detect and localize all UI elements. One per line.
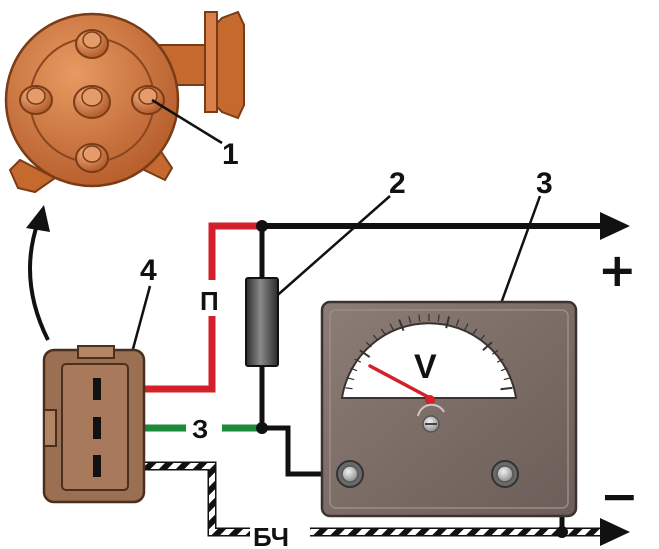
dial-tick xyxy=(398,319,405,332)
dial-tick xyxy=(500,386,513,391)
voltmeter-bezel xyxy=(329,309,569,509)
connector xyxy=(42,345,146,504)
voltmeter-unit-symbol: V xyxy=(414,348,437,386)
striped-wire-pattern xyxy=(99,463,600,535)
callout-4-label: 4 xyxy=(140,254,157,287)
dial-tick xyxy=(455,319,460,327)
negative-arrow-icon xyxy=(600,518,630,546)
voltmeter-dial xyxy=(340,322,518,399)
positive-terminal-symbol: + xyxy=(598,243,637,297)
red-wire-label: П xyxy=(200,286,219,316)
connection-arrow xyxy=(26,205,50,341)
green-wire-label-bg xyxy=(186,410,222,446)
resistor xyxy=(245,277,279,367)
connector-pin-3 xyxy=(93,455,101,477)
negative-terminal-symbol: − xyxy=(600,469,639,523)
junction-negative xyxy=(556,526,568,538)
callout-2-label: 2 xyxy=(389,167,406,200)
callout-3-label: 3 xyxy=(536,167,553,200)
dial-tick xyxy=(380,328,386,335)
dial-tick xyxy=(418,314,421,322)
meter-terminal-right xyxy=(491,460,519,488)
connector-pin-1 xyxy=(93,378,101,400)
dial-tick xyxy=(472,328,478,335)
needle-pivot xyxy=(425,395,435,405)
green-wire-label: З xyxy=(192,414,208,444)
arrow-head-icon xyxy=(26,205,50,232)
dial-tick xyxy=(503,377,511,381)
callout-1-label: 1 xyxy=(222,138,239,171)
dial-tick xyxy=(408,316,412,324)
dial-tick xyxy=(359,349,371,358)
dial-tick xyxy=(496,358,504,363)
connector-latch-left xyxy=(43,409,57,447)
dial-tick xyxy=(482,341,493,352)
connector-latch-top xyxy=(77,345,115,359)
positive-arrow-icon xyxy=(600,212,630,240)
callout-4-leader xyxy=(128,285,152,361)
dial-tick xyxy=(389,323,394,331)
dial-tick xyxy=(492,349,499,355)
dial-tick xyxy=(437,314,440,322)
connector-pin-2 xyxy=(93,417,101,439)
zero-adjust-arrow-icon xyxy=(417,403,445,417)
meter-terminal-left xyxy=(336,460,364,488)
dial-tick xyxy=(372,334,379,341)
meter-left-wire xyxy=(262,425,350,477)
voltmeter: V xyxy=(320,300,578,518)
distributor xyxy=(4,10,245,194)
dial-tick xyxy=(445,316,451,329)
callout-1-leader xyxy=(151,98,223,145)
dial-tick xyxy=(347,377,355,381)
dial-tick xyxy=(365,341,372,348)
distributor-posts xyxy=(19,29,165,173)
dial-tick xyxy=(479,334,486,341)
dial-tick xyxy=(350,367,358,372)
striped-wire-label-bg xyxy=(250,516,310,549)
callout-2-leader xyxy=(271,195,391,301)
dial-tick xyxy=(464,323,469,331)
callout-3-leader xyxy=(493,195,542,321)
dial-ticks xyxy=(345,314,513,399)
red-wire-label-bg xyxy=(196,280,230,316)
distributor-side-flange xyxy=(204,11,218,113)
striped-wire-label: БЧ xyxy=(253,522,289,549)
dial-tick xyxy=(500,367,508,372)
dial-tick xyxy=(345,387,353,390)
voltmeter-needle xyxy=(368,364,432,400)
dial-tick xyxy=(354,358,362,363)
